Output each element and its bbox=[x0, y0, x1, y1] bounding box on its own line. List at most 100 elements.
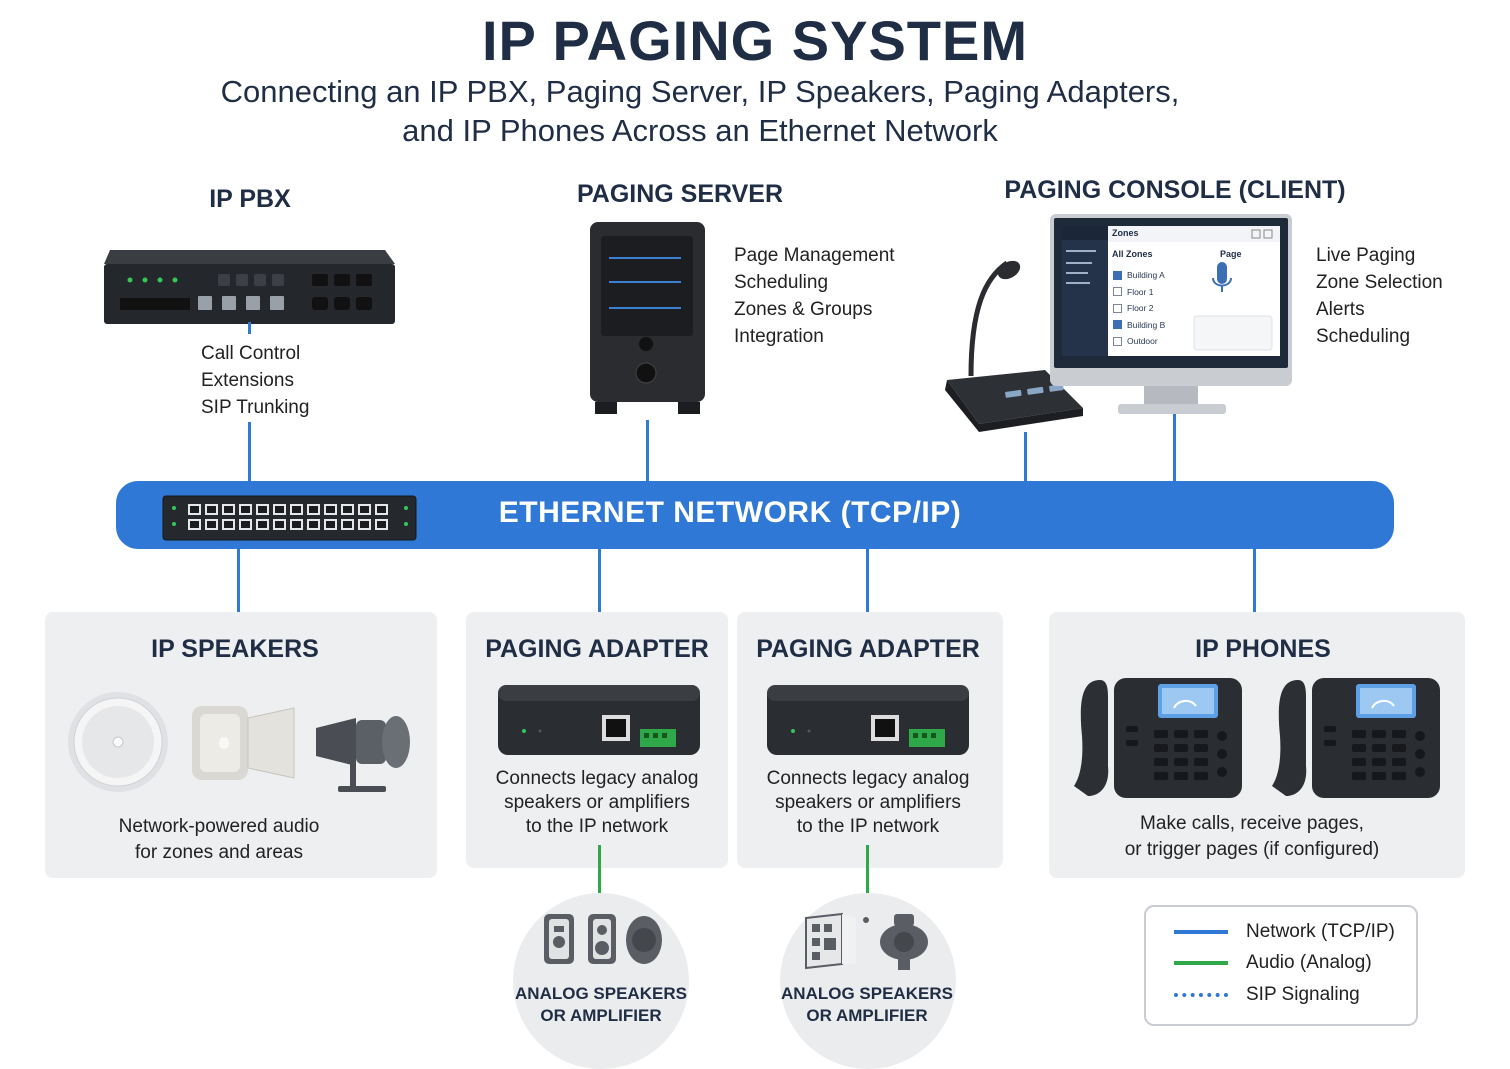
console-heading: PAGING CONSOLE (CLIENT) bbox=[1004, 176, 1346, 204]
adapter2-desc-line: speakers or amplifiers bbox=[775, 792, 961, 813]
pbx-link-short bbox=[248, 322, 251, 334]
paging-adapter-device-icon bbox=[498, 685, 700, 755]
console-screen-title: Zones bbox=[1112, 228, 1139, 238]
subtitle-line-1: Connecting an IP PBX, Paging Server, IP … bbox=[220, 74, 1180, 109]
server-tower-icon bbox=[590, 222, 705, 414]
server-feature-list: Page Management Scheduling Zones & Group… bbox=[734, 242, 895, 350]
adapter2-audio-link bbox=[866, 845, 869, 893]
pbx-feature: Call Control bbox=[201, 343, 301, 364]
adapter1-desc-line: Connects legacy analog bbox=[495, 768, 699, 789]
phones-desc-line: Make calls, receive pages, bbox=[1140, 813, 1364, 834]
ethernet-network-label: ETHERNET NETWORK (TCP/IP) bbox=[498, 496, 962, 529]
console-zone-label: Building A bbox=[1127, 270, 1165, 281]
checkbox-empty-icon[interactable] bbox=[1113, 303, 1122, 313]
microphone-network-link bbox=[1024, 432, 1027, 482]
adapter2-description: Connects legacy analog speakers or ampli… bbox=[737, 767, 999, 839]
console-zone-label: Floor 1 bbox=[1127, 286, 1154, 297]
adapter1-description: Connects legacy analog speakers or ampli… bbox=[466, 767, 728, 839]
console-zone-item[interactable]: Outdoor bbox=[1113, 333, 1165, 350]
server-feature: Zones & Groups bbox=[734, 299, 873, 320]
pbx-network-link bbox=[248, 422, 251, 482]
console-page-label: Page bbox=[1220, 249, 1242, 259]
console-zone-label: Building B bbox=[1127, 319, 1166, 330]
analog-speakers-label-1: ANALOG SPEAKERS OR AMPLIFIER bbox=[500, 983, 702, 1027]
console-zones-header: All Zones bbox=[1112, 249, 1153, 259]
speakers-network-link bbox=[237, 548, 240, 612]
paging-adapter-device-icon bbox=[767, 685, 969, 755]
analog-label-line: ANALOG SPEAKERS bbox=[781, 984, 953, 1003]
phones-network-link bbox=[1253, 548, 1256, 612]
console-feature-list: Live Paging Zone Selection Alerts Schedu… bbox=[1316, 242, 1443, 350]
console-zone-item[interactable]: Floor 2 bbox=[1113, 300, 1165, 317]
console-zone-item[interactable]: Floor 1 bbox=[1113, 284, 1165, 301]
adapter2-desc-line: Connects legacy analog bbox=[766, 768, 970, 789]
checkbox-checked-icon[interactable] bbox=[1113, 270, 1122, 280]
diagram-title: IP PAGING SYSTEM bbox=[481, 9, 1029, 72]
microphone-console-icon bbox=[945, 260, 1083, 432]
legend-label: SIP Signaling bbox=[1246, 984, 1360, 1005]
analog-speakers-label-2: ANALOG SPEAKERS OR AMPLIFIER bbox=[766, 983, 968, 1027]
console-feature: Live Paging bbox=[1316, 245, 1416, 266]
server-feature: Scheduling bbox=[734, 272, 829, 293]
ip-phone-icon bbox=[1074, 678, 1242, 798]
pbx-feature-list: Call Control Extensions SIP Trunking bbox=[201, 340, 309, 421]
adapter1-network-link bbox=[598, 548, 601, 612]
megaphone-speaker-icon bbox=[316, 716, 410, 792]
network-switch-icon bbox=[162, 495, 417, 541]
console-feature: Alerts bbox=[1316, 299, 1365, 320]
console-feature: Scheduling bbox=[1316, 326, 1411, 347]
adapter1-desc-line: speakers or amplifiers bbox=[504, 792, 690, 813]
analog-label-line: ANALOG SPEAKERS bbox=[515, 984, 687, 1003]
console-network-link bbox=[1173, 414, 1176, 482]
console-zone-list: Building A Floor 1 Floor 2 Building B Outdoo… bbox=[1113, 267, 1165, 350]
speakers-heading: IP SPEAKERS bbox=[151, 635, 319, 663]
adapter1-heading: PAGING ADAPTER bbox=[485, 635, 709, 663]
subtitle-line-2: and IP Phones Across an Ethernet Network bbox=[402, 113, 998, 148]
server-network-link bbox=[646, 420, 649, 482]
legend-swatch-network bbox=[1174, 930, 1228, 934]
ip-phone-icon bbox=[1272, 678, 1440, 798]
diagram-subtitle: Connecting an IP PBX, Paging Server, IP … bbox=[150, 72, 1250, 150]
analog-label-line: OR AMPLIFIER bbox=[540, 1006, 662, 1025]
checkbox-empty-icon[interactable] bbox=[1113, 336, 1122, 346]
speakers-desc-line: for zones and areas bbox=[135, 842, 303, 863]
pbx-heading: IP PBX bbox=[209, 185, 291, 213]
server-heading: PAGING SERVER bbox=[576, 180, 784, 208]
legend-box: Network (TCP/IP) Audio (Analog) SIP Sign… bbox=[1144, 905, 1418, 1026]
analog-label-line: OR AMPLIFIER bbox=[806, 1006, 928, 1025]
checkbox-checked-icon[interactable] bbox=[1113, 320, 1122, 330]
console-feature: Zone Selection bbox=[1316, 272, 1443, 293]
legend-label: Network (TCP/IP) bbox=[1246, 921, 1395, 942]
phones-desc-line: or trigger pages (if configured) bbox=[1124, 839, 1380, 860]
pbx-feature: Extensions bbox=[201, 370, 294, 391]
adapter1-audio-link bbox=[598, 845, 601, 893]
legend-label: Audio (Analog) bbox=[1246, 952, 1372, 973]
pbx-feature: SIP Trunking bbox=[201, 397, 310, 418]
speakers-desc-line: Network-powered audio bbox=[118, 816, 320, 837]
analog-amplifier-group-icon bbox=[805, 912, 928, 970]
adapter2-network-link bbox=[866, 548, 869, 612]
server-feature: Page Management bbox=[734, 245, 895, 266]
monitor-icon bbox=[1050, 214, 1292, 414]
legend-item-audio: Audio (Analog) bbox=[1174, 950, 1372, 976]
console-zone-item[interactable]: Building B bbox=[1113, 317, 1165, 334]
legend-swatch-sip bbox=[1174, 993, 1228, 997]
legend-item-network: Network (TCP/IP) bbox=[1174, 919, 1395, 945]
console-zone-label: Outdoor bbox=[1127, 336, 1158, 347]
legend-item-sip: SIP Signaling bbox=[1174, 982, 1360, 1008]
adapter2-heading: PAGING ADAPTER bbox=[756, 635, 980, 663]
analog-speaker-group-icon bbox=[544, 914, 662, 964]
adapter1-desc-line: to the IP network bbox=[525, 816, 669, 837]
server-feature: Integration bbox=[734, 326, 824, 347]
phones-heading: IP PHONES bbox=[1195, 635, 1331, 663]
speakers-description: Network-powered audio for zones and area… bbox=[45, 814, 393, 866]
console-zone-label: Floor 2 bbox=[1127, 303, 1154, 314]
phones-description: Make calls, receive pages, or trigger pa… bbox=[1049, 811, 1455, 863]
pbx-device-icon bbox=[104, 250, 395, 324]
adapter2-desc-line: to the IP network bbox=[796, 816, 940, 837]
console-zone-item[interactable]: Building A bbox=[1113, 267, 1165, 284]
checkbox-empty-icon[interactable] bbox=[1113, 287, 1122, 297]
ceiling-speaker-icon bbox=[68, 692, 168, 792]
legend-swatch-audio bbox=[1174, 961, 1228, 965]
horn-speaker-icon bbox=[192, 706, 295, 780]
